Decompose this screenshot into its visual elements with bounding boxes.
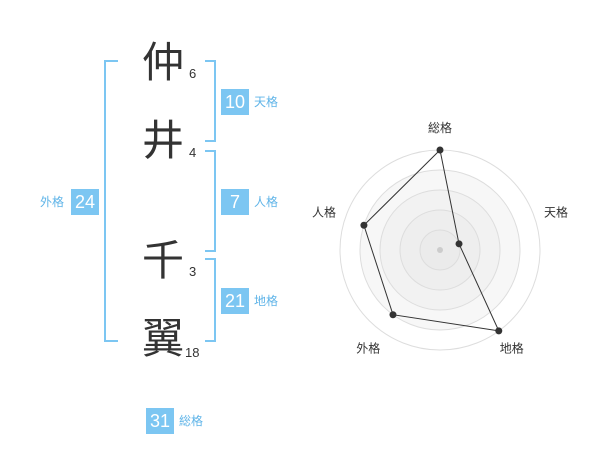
soukaku-label: 総格 [179, 414, 204, 428]
radar-point-2 [455, 240, 463, 248]
name-char-2: 井 [142, 116, 185, 165]
name-char-3: 千 [142, 236, 185, 285]
tenkaku-bracket [205, 60, 216, 142]
chikaku-value: 21 [221, 288, 249, 314]
chikaku-bracket [205, 258, 216, 342]
gaikaku-bracket [104, 60, 118, 342]
radar-point-4 [389, 311, 397, 319]
radar-data-polygon [363, 148, 500, 332]
stroke-count-1: 6 [189, 66, 197, 81]
stroke-count-4: 18 [185, 345, 200, 360]
soukaku-value: 31 [146, 408, 174, 434]
radar-axis-label-4: 外格 [356, 341, 380, 356]
name-char-4: 翼 [142, 314, 185, 363]
radar-axis-label-5: 人格 [312, 204, 336, 219]
tenkaku-label: 天格 [254, 95, 279, 109]
jinkaku-value: 7 [221, 189, 249, 215]
gaikaku-value: 24 [71, 189, 99, 215]
radar-point-5 [360, 221, 368, 229]
radar-point-1 [436, 146, 444, 154]
jinkaku-bracket [205, 150, 216, 252]
gaikaku-label: 外格 [40, 195, 65, 209]
name-char-1: 仲 [142, 38, 185, 87]
radar-axis-label-2: 天格 [544, 204, 568, 219]
stroke-count-2: 4 [189, 145, 197, 160]
radar-axis-label-3: 地格 [500, 341, 524, 356]
chikaku-label: 地格 [254, 294, 279, 308]
radar-point-3 [495, 327, 503, 335]
stroke-count-3: 3 [189, 264, 197, 279]
radar-center-dot [437, 247, 443, 253]
jinkaku-label: 人格 [254, 195, 279, 209]
radar-axis-label-1: 総格 [428, 120, 452, 135]
tenkaku-value: 10 [221, 89, 249, 115]
